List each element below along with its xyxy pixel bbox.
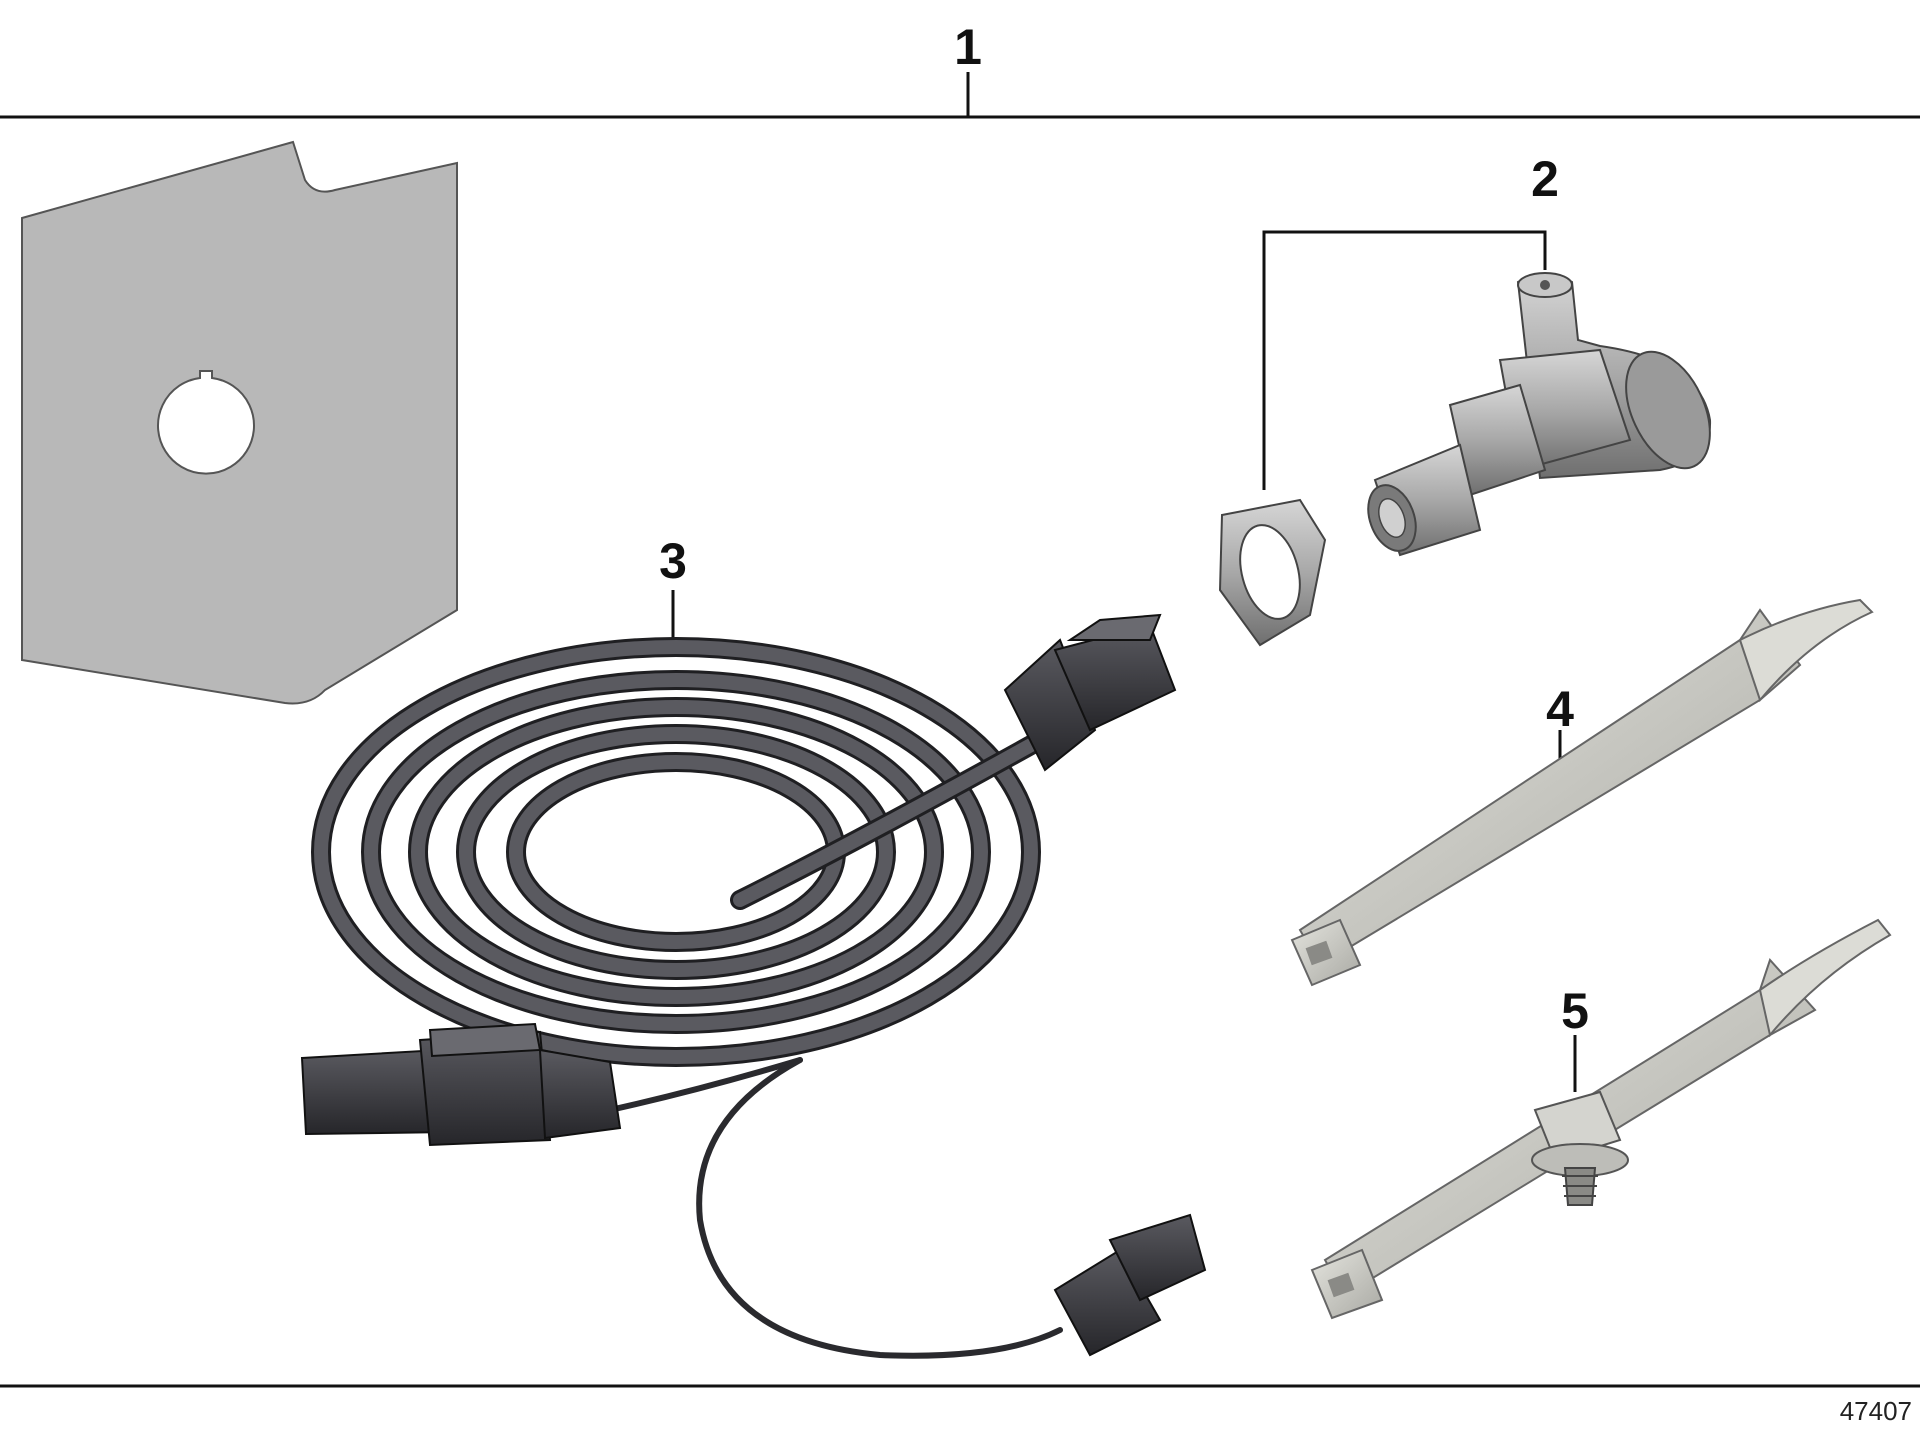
leader-2 [1262,230,1547,490]
cable-tie-icon [1290,598,1874,987]
diagram-reference-number: 47407 [1840,1396,1912,1426]
callout-4: 4 [1546,681,1574,737]
callout-3: 3 [659,533,687,589]
large-connector-icon [300,1022,622,1147]
hex-nut-icon [1218,498,1327,647]
callout-1-group: 1 [0,19,1920,119]
cable-tie-with-clip: 5 [1310,918,1892,1320]
callout-1: 1 [954,19,982,75]
upper-connector-icon [1003,613,1177,772]
callout-2: 2 [1531,151,1559,207]
cable-harness: 3 [300,533,1207,1359]
small-connector-icon [1053,1213,1207,1357]
mounting-clip-tie-icon [1310,918,1892,1320]
cable-coil-icon [311,637,1063,1359]
callout-5: 5 [1561,983,1589,1039]
power-socket-icon [1367,272,1712,557]
template-hole-icon [157,370,255,475]
socket-assembly: 2 [1218,151,1712,647]
cable-tie: 4 [1290,598,1874,987]
drilling-template [21,140,458,705]
